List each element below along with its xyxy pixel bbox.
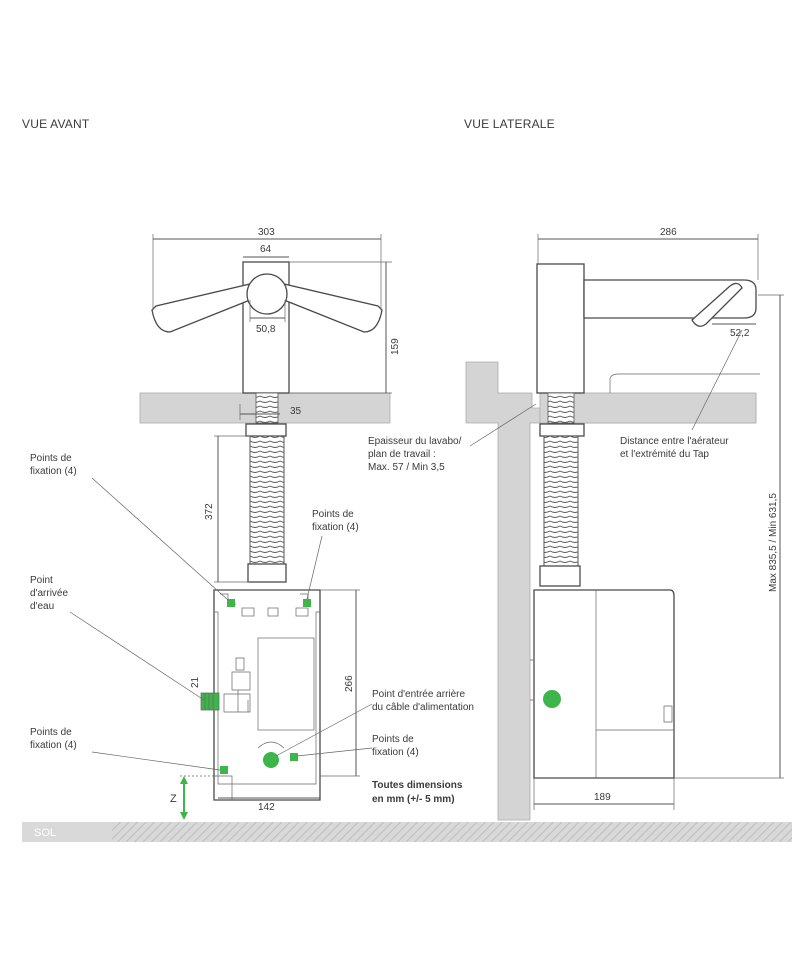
side-annotations: Epaisseur du lavabo/ plan de travail : M… xyxy=(368,329,743,473)
side-view-title: VUE LATERALE xyxy=(464,117,555,131)
dim-front-box-width: 142 xyxy=(258,802,275,813)
dim-front-thread: 35 xyxy=(290,406,302,417)
dim-front-handle: 50,8 xyxy=(256,324,276,335)
dim-side-box-width: 189 xyxy=(594,792,611,803)
dim-front-width: 303 xyxy=(258,227,275,238)
front-hose xyxy=(249,435,285,565)
dim-side-total: Max 835,5 / Min 631,5 xyxy=(768,493,779,592)
label-fix-bottom-right: Points de fixation (4) xyxy=(372,734,419,758)
floor: SOL xyxy=(22,822,792,842)
label-aerator-distance: Distance entre l'aérateur et l'extrémité… xyxy=(620,436,731,460)
z-axis-label: Z xyxy=(170,793,177,805)
front-threaded-stem xyxy=(255,392,279,424)
side-hose xyxy=(543,435,579,567)
side-view xyxy=(465,263,760,821)
water-inlet-marker xyxy=(201,693,219,710)
label-cable-entry: Point d'entrée arrière du câble d'alimen… xyxy=(372,689,474,713)
label-fix-top-right: Points de fixation (4) xyxy=(312,509,359,533)
dims-note: Toutes dimensions en mm (+/- 5 mm) xyxy=(372,780,465,805)
fixation-point-top-right xyxy=(303,599,311,607)
floor-label: SOL xyxy=(34,827,56,839)
front-view-title: VUE AVANT xyxy=(22,117,90,131)
side-handle xyxy=(691,282,743,327)
front-control-box xyxy=(213,589,321,801)
side-faucet-body xyxy=(536,263,585,394)
fixation-point-bottom-left xyxy=(220,766,228,774)
dim-front-inlet: 21 xyxy=(190,676,201,688)
front-annotations: Points de fixation (4) Points de fixatio… xyxy=(30,453,474,805)
cable-entry-marker xyxy=(263,752,279,768)
dim-front-height: 159 xyxy=(390,338,401,355)
fixation-point-bottom-right xyxy=(290,753,298,761)
side-cable-entry-marker xyxy=(543,690,561,708)
label-water-inlet: Point d'arrivée d'eau xyxy=(30,575,71,612)
fixation-point-top-left xyxy=(227,599,235,607)
label-fix-bottom-left: Points de fixation (4) xyxy=(30,727,77,751)
dim-front-hose: 372 xyxy=(204,503,215,520)
dim-front-spout: 64 xyxy=(260,244,272,255)
dim-side-width: 286 xyxy=(660,227,677,238)
front-faucet-hub xyxy=(246,273,288,315)
label-fix-top-left: Points de fixation (4) xyxy=(30,453,77,477)
side-control-box xyxy=(533,589,675,779)
label-counter-thickness: Epaisseur du lavabo/ plan de travail : M… xyxy=(368,436,464,473)
dim-front-box-height: 266 xyxy=(344,675,355,692)
front-hose-coupling xyxy=(247,563,287,583)
front-nut xyxy=(245,423,287,437)
front-dimensions: 303 64 50,8 159 35 372 266 21 142 Z xyxy=(152,227,401,820)
front-view xyxy=(139,261,391,801)
